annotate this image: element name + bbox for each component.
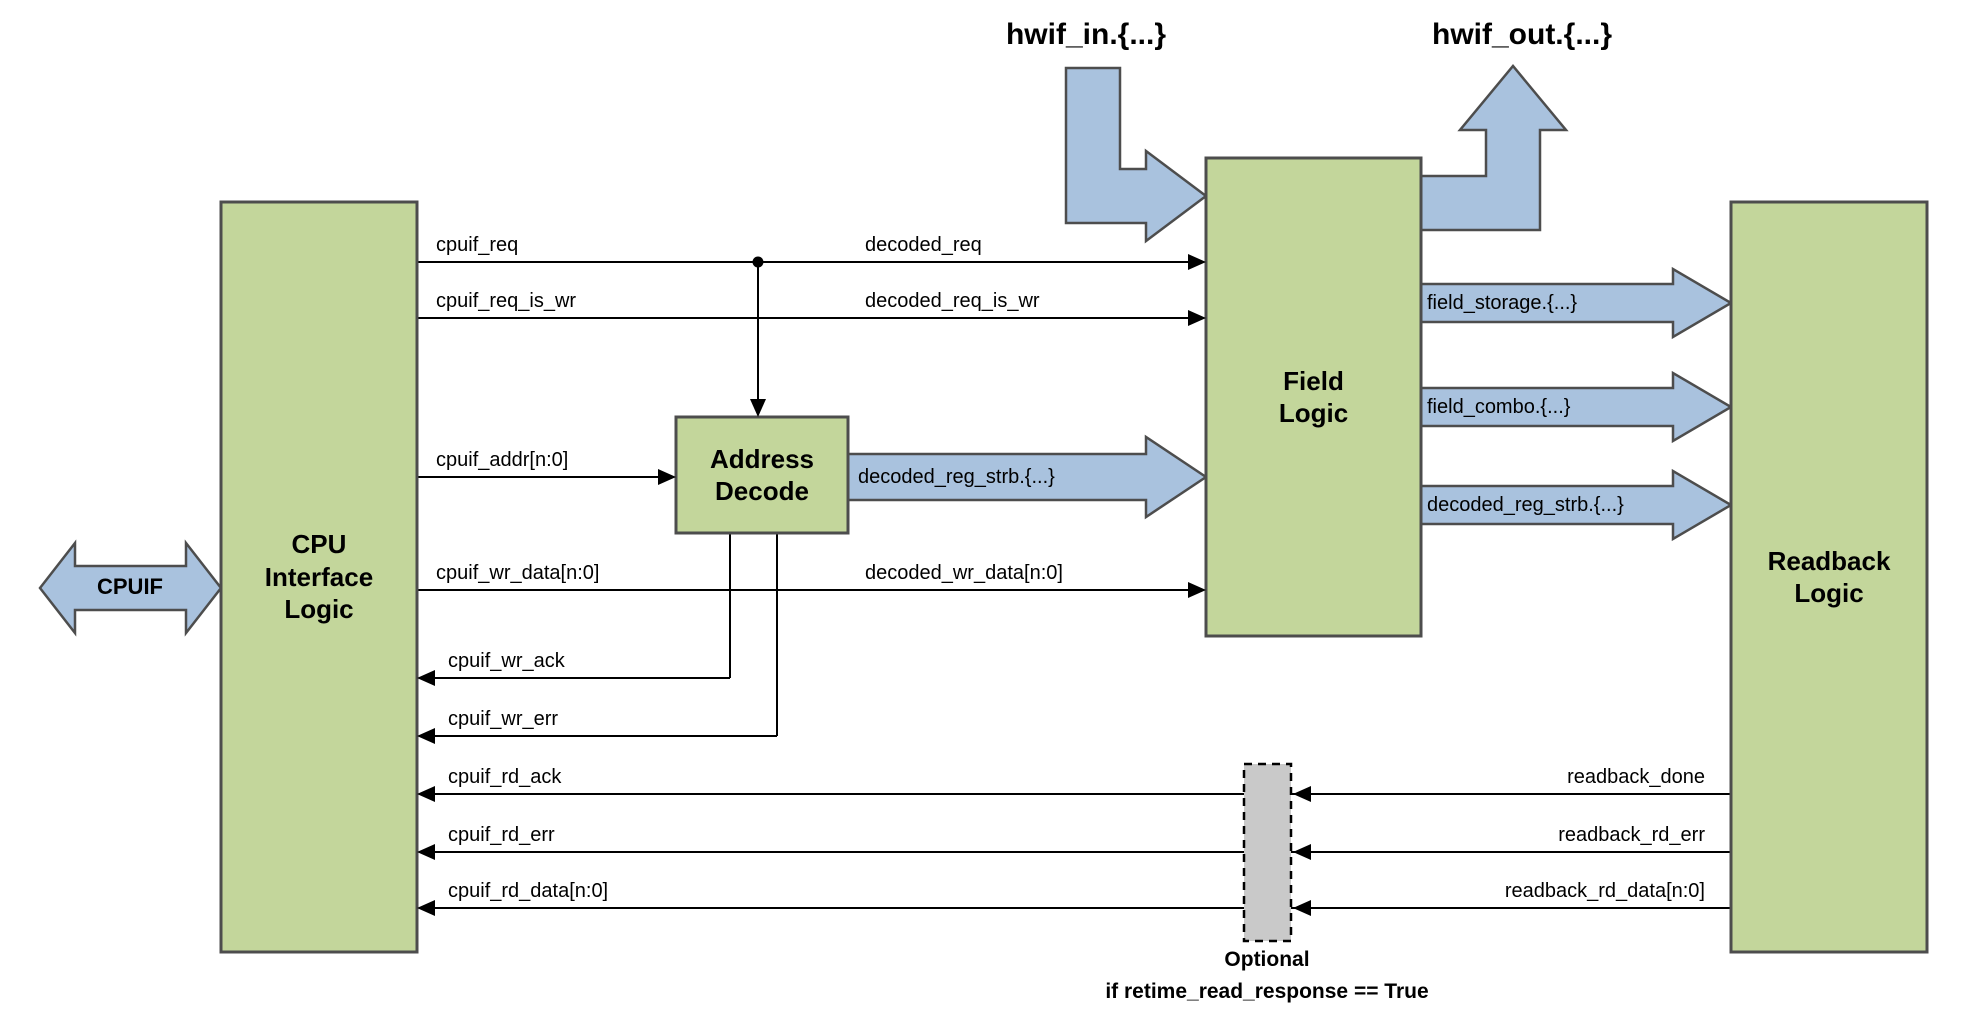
arrowhead-cpuif-rd-ack	[417, 786, 435, 802]
signal-label-field-storage: field_storage.{...}	[1427, 292, 1578, 314]
optional-retime-box	[1242, 762, 1293, 943]
junction-dot	[752, 256, 764, 268]
arrowhead-retime-rd-ack	[1293, 786, 1311, 802]
signal-label-cpuif-wr-err: cpuif_wr_err	[448, 708, 559, 730]
field-logic-label: Field Logic	[1278, 365, 1349, 429]
signal-label-cpuif-rd-err: cpuif_rd_err	[448, 824, 555, 846]
field-storage-arrow	[1419, 266, 1734, 340]
readback-logic-label: Readback Logic	[1767, 545, 1891, 609]
signal-label-decoded-req-is-wr: decoded_req_is_wr	[865, 290, 1040, 312]
cpu-interface-logic-label: CPU Interface Logic	[264, 529, 374, 625]
field-logic-block	[1204, 156, 1423, 638]
signal-label-decoded-req: decoded_req	[865, 234, 982, 256]
arrowhead-decoded-wr-data	[1188, 582, 1206, 598]
hwif-out-label: hwif_out.{...}	[1432, 18, 1612, 51]
arrowhead-cpuif-rd-err	[417, 844, 435, 860]
signal-label-decoded-reg-strb: decoded_reg_strb.{...}	[858, 466, 1055, 488]
field-combo-arrow	[1419, 370, 1734, 444]
signal-lines	[417, 261, 1731, 909]
optional-title: Optional	[1224, 948, 1310, 971]
signal-label-cpuif-wr-ack: cpuif_wr_ack	[448, 650, 565, 672]
arrowhead-cpuif-wr-err	[417, 728, 435, 744]
signal-label-cpuif-rd-data: cpuif_rd_data[n:0]	[448, 880, 609, 902]
signal-label-decoded-wr-data: decoded_wr_data[n:0]	[865, 562, 1063, 584]
signal-label-readback-rd-err: readback_rd_err	[1558, 824, 1705, 846]
decoded-reg-strb-arrow	[844, 434, 1209, 520]
signal-label-cpuif-req-is-wr: cpuif_req_is_wr	[436, 290, 577, 312]
readback-logic-block	[1729, 200, 1929, 954]
optional-condition: if retime_read_response == True	[1105, 980, 1429, 1003]
arrowhead-retime-rd-data	[1293, 900, 1311, 916]
signal-label-cpuif-rd-ack: cpuif_rd_ack	[448, 766, 562, 788]
signal-label-field-combo: field_combo.{...}	[1427, 396, 1571, 418]
address-decode-label: Address Decode	[709, 443, 815, 507]
signal-label-readback-done: readback_done	[1567, 766, 1705, 788]
signal-label-decoded-reg-strb-readback: decoded_reg_strb.{...}	[1427, 494, 1624, 516]
cpu-interface-logic-block	[219, 200, 419, 954]
arrowhead-decoded-req	[1188, 254, 1206, 270]
signal-label-cpuif-wr-data: cpuif_wr_data[n:0]	[436, 562, 600, 584]
address-decode-block	[674, 415, 850, 535]
signal-label-cpuif-addr: cpuif_addr[n:0]	[436, 449, 569, 471]
signal-label-cpuif-req: cpuif_req	[436, 234, 519, 256]
hwif-out-arrow	[1419, 64, 1569, 232]
hwif-in-label: hwif_in.{...}	[1005, 18, 1167, 51]
arrowhead-retime-rd-err	[1293, 844, 1311, 860]
arrowhead-cpuif-addr	[658, 469, 676, 485]
arrowhead-decoded-req-is-wr	[1188, 310, 1206, 326]
arrowheads	[417, 254, 1311, 916]
cpuif-bus-label: CPUIF	[97, 574, 163, 599]
arrowhead-cpuif-wr-ack	[417, 670, 435, 686]
signal-label-readback-rd-data: readback_rd_data[n:0]	[1504, 880, 1705, 902]
arrowhead-cpuif-rd-data	[417, 900, 435, 916]
arrowhead-req-branch	[750, 399, 766, 417]
hwif-in-arrow	[1064, 66, 1209, 244]
decoded-reg-strb-readback-arrow	[1419, 468, 1734, 542]
